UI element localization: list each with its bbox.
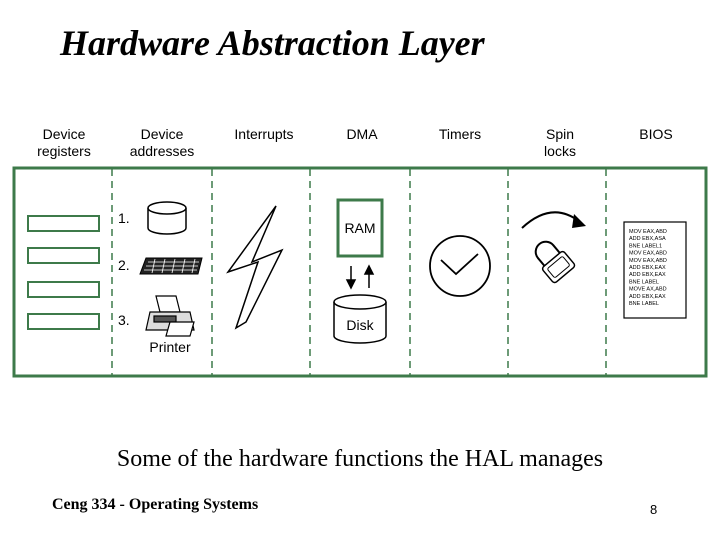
address-item-3: 3. <box>118 312 130 328</box>
header-line2: Interrupts <box>234 126 294 142</box>
header-interrupts: Interrupts <box>214 126 314 143</box>
bios-code-sheet <box>623 221 687 319</box>
header-line1: Spin <box>545 126 575 142</box>
header-dma: DMA <box>312 126 412 143</box>
header-line2: addresses <box>129 143 195 159</box>
address-item-1: 1. <box>118 210 130 226</box>
printer-label: Printer <box>149 339 191 355</box>
address-item-2: 2. <box>118 257 130 273</box>
transfer-arrows-icon <box>345 264 375 290</box>
lightning-bolt-icon <box>226 205 284 330</box>
bios-code-line: BNE LABEL1 <box>629 243 662 249</box>
bios-code-line: ADD EBX,EAX <box>629 294 666 300</box>
lock-icon <box>534 240 576 284</box>
disk-label: Disk <box>346 317 374 333</box>
header-spin-locks: Spin locks <box>510 126 610 160</box>
ram-label: RAM <box>344 220 375 236</box>
header-line1: Device <box>42 126 86 142</box>
slide-caption: Some of the hardware functions the HAL m… <box>116 446 604 472</box>
slide-title: Hardware Abstraction Layer <box>60 23 485 63</box>
header-line2: Timers <box>438 126 482 142</box>
keyboard-icon <box>139 257 203 275</box>
device-registers <box>27 215 100 330</box>
register-box <box>27 215 100 232</box>
header-device-registers: Device registers <box>14 126 114 160</box>
bios-code-line: ADD EBX,ASA <box>629 236 666 242</box>
column-dividers <box>111 169 607 375</box>
header-line2: DMA <box>346 126 378 142</box>
header-line2: locks <box>544 143 576 159</box>
bios-code-line: BNE LABEL <box>629 301 659 307</box>
diagram-frame <box>12 166 708 378</box>
clock-icon <box>429 235 491 297</box>
spin-arrow-icon <box>521 211 586 229</box>
slide-footer: Ceng 334 - Operating Systems <box>52 496 259 513</box>
register-box <box>27 313 100 330</box>
bios-code-line: BNE LABEL <box>629 279 659 285</box>
ram-box <box>336 198 384 258</box>
printer-icon <box>145 295 195 337</box>
bios-code-line: MOV EAX,ABD <box>629 258 667 264</box>
bios-code-line: MOV EAX,ABD <box>629 229 667 235</box>
header-timers: Timers <box>410 126 510 143</box>
page-number: 8 <box>650 502 658 517</box>
disk-drive-icon <box>147 201 187 235</box>
header-line2: registers <box>37 143 91 159</box>
bios-code-line: ADD EBX,EAX <box>629 272 666 278</box>
bios-code-line: ADD EBX,EAX <box>629 265 666 271</box>
header-line2: BIOS <box>639 126 673 142</box>
header-bios: BIOS <box>606 126 706 143</box>
bios-code-line: MOV EAX,ABD <box>629 251 667 257</box>
register-box <box>27 281 100 298</box>
header-device-addresses: Device addresses <box>112 126 212 160</box>
bios-code-line: MOVE AX,ABD <box>629 287 667 293</box>
disk-icon <box>333 294 387 344</box>
header-line1: Device <box>140 126 184 142</box>
register-box <box>27 247 100 264</box>
